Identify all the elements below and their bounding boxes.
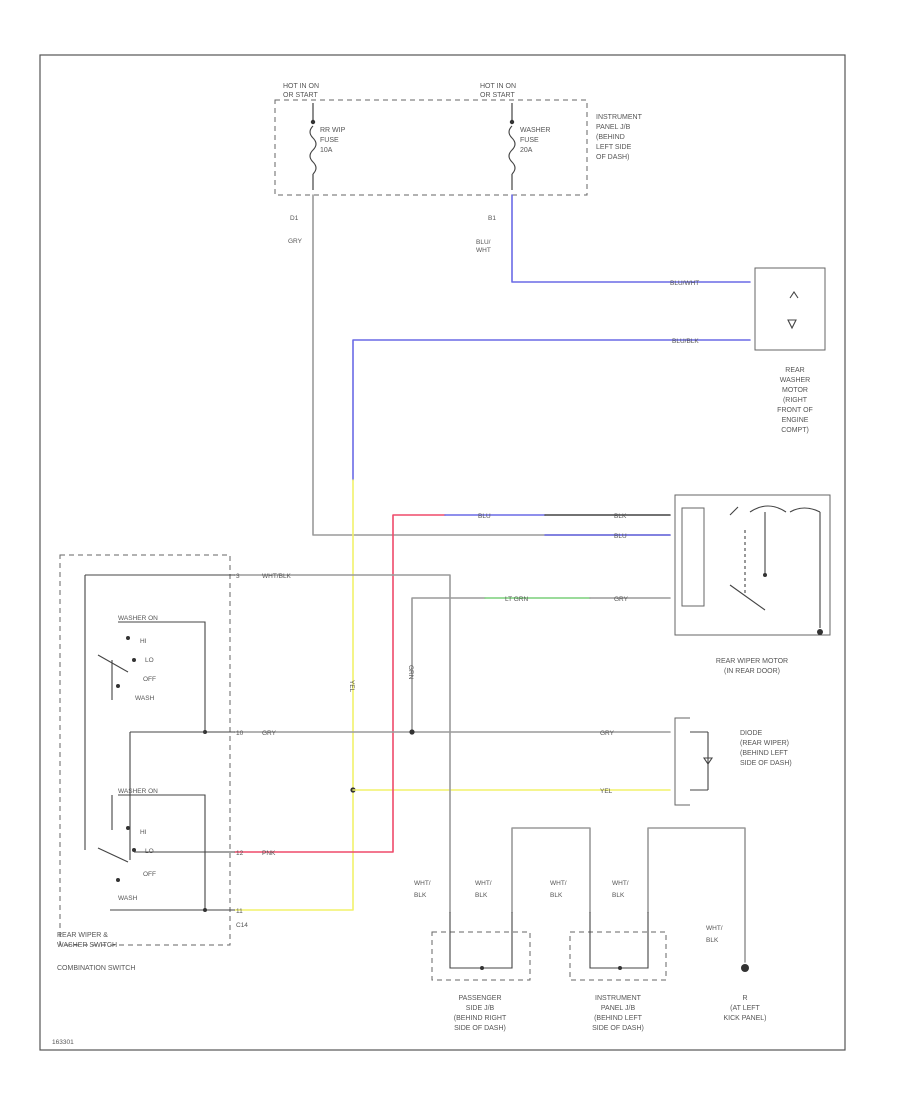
connector-c14: C14 xyxy=(236,922,248,929)
pin-3: 3 xyxy=(236,573,240,580)
pin-11: 11 xyxy=(236,908,243,915)
diagram-frame xyxy=(39,54,846,1051)
rear-wiper-washer-switch: WASHER ON HI LO OFF WASH WASHER ON HI LO… xyxy=(57,554,248,972)
wiper-position-label: WASHER ON xyxy=(118,615,158,622)
label-wht-blk-top: WHT/BLK xyxy=(262,573,292,580)
label-blu-2: BLU xyxy=(614,533,627,540)
label-blu-wht-vertical: BLU/WHT xyxy=(476,239,491,254)
pin-b1: B1 xyxy=(488,215,496,222)
wash-label: WASH xyxy=(135,695,155,702)
wire-pnk xyxy=(234,514,446,853)
washer-position-label: WASHER ON xyxy=(118,788,158,795)
wire-blu-wht xyxy=(511,194,751,283)
label-blu-1: BLU xyxy=(478,513,491,520)
wire-blu-blk xyxy=(352,339,751,481)
off-label: OFF xyxy=(143,676,156,683)
label-gry-motor: GRY xyxy=(614,596,629,603)
label-gry-switch: GRY xyxy=(262,730,277,737)
wire-wht-blk-top xyxy=(234,574,451,913)
pin-12: 12 xyxy=(236,850,244,857)
combination-switch-label: COMBINATION SWITCH xyxy=(57,965,135,972)
rear-wiper-motor: REAR WIPER MOTOR(IN REAR DOOR) xyxy=(674,494,831,675)
diagram-code: 163301 xyxy=(52,1039,74,1046)
label-lt-grn: LT GRN xyxy=(505,596,529,603)
wire-gry-main xyxy=(312,194,671,536)
label-grn-vertical: GRN xyxy=(407,665,414,680)
wire-yel-vertical xyxy=(234,479,354,911)
label-yel-diode: YEL xyxy=(600,788,613,795)
wire-grn-vertical xyxy=(411,597,486,733)
off2-label: OFF xyxy=(143,871,156,878)
pin-10: 10 xyxy=(236,730,244,737)
wash2-label: WASH xyxy=(118,895,138,902)
label-yel-vertical: YEL xyxy=(348,680,355,693)
ground-wire-4: WHT/BLK xyxy=(612,880,629,899)
ground-wire-1: WHT/BLK xyxy=(414,880,431,899)
gry-junction xyxy=(409,729,415,735)
hi2-label: HI xyxy=(140,829,147,836)
hi-label: HI xyxy=(140,638,147,645)
label-blu-blk: BLU/BLK xyxy=(672,338,699,345)
ground-wire-2: WHT/BLK xyxy=(475,880,492,899)
ground-r-point xyxy=(741,964,749,972)
label-pnk: PNK xyxy=(262,850,276,857)
ground-wire-5: WHT/BLK xyxy=(706,925,723,944)
switch-label: REAR WIPER &WASHER SWITCH xyxy=(57,932,117,949)
ground-wire-3: WHT/BLK xyxy=(550,880,567,899)
ground-section: WHT/BLK WHT/BLK WHT/BLK WHT/BLK WHT/BLK … xyxy=(414,827,767,1032)
label-gry-fuse: GRY xyxy=(288,238,303,245)
label-gry-diode: GRY xyxy=(600,730,615,737)
wiper-motor-label: REAR WIPER MOTOR(IN REAR DOOR) xyxy=(716,658,788,675)
pin-d1: D1 xyxy=(290,215,299,222)
label-blk: BLK xyxy=(614,513,627,520)
label-blu-wht: BLU/WHT xyxy=(670,280,699,287)
lo-label: LO xyxy=(145,657,154,664)
